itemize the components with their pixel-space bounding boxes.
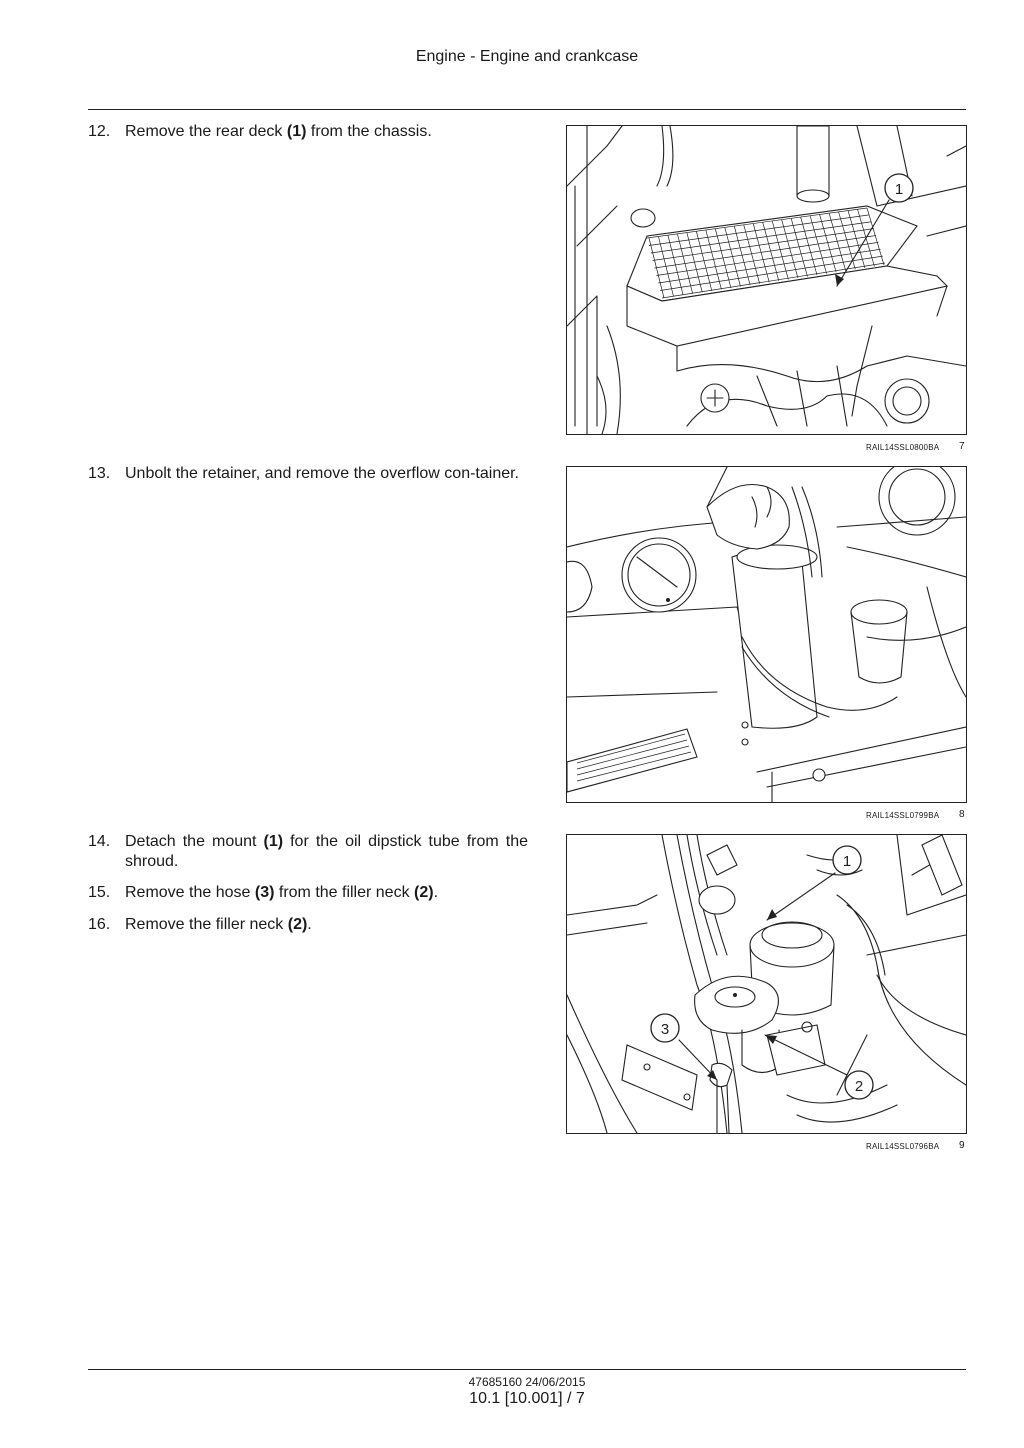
- figure-code: RAIL14SSL0799BA: [866, 811, 940, 820]
- svg-text:1: 1: [895, 181, 903, 198]
- step-number: 15.: [88, 884, 111, 901]
- step-number: 16.: [88, 916, 111, 933]
- footer-page-number: 10.1 [10.001] / 7: [469, 1390, 585, 1407]
- step-text: Unbolt the retainer, and remove the over…: [125, 465, 519, 482]
- step-text: Detach the mount (1) for the oil dipstic…: [125, 833, 528, 870]
- svg-text:2: 2: [855, 1078, 863, 1095]
- header-rule: [88, 109, 966, 110]
- figure-code: RAIL14SSL0796BA: [866, 1142, 940, 1151]
- step-13: 13. Unbolt the retainer, and remove the …: [88, 464, 528, 484]
- figure-overflow-container: [566, 466, 967, 803]
- step-number: 12.: [88, 123, 111, 140]
- figure-number: 7: [959, 441, 965, 452]
- callout-3: 3: [650, 1013, 680, 1043]
- callout-1: 1: [832, 845, 862, 875]
- step-12: 12. Remove the rear deck (1) from the ch…: [88, 122, 528, 142]
- figure-number: 8: [959, 809, 965, 820]
- step-text: Remove the filler neck (2).: [125, 916, 312, 933]
- footer-document-id: 47685160 24/06/2015: [468, 1375, 586, 1389]
- svg-text:1: 1: [843, 853, 851, 870]
- footer-rule: [88, 1369, 966, 1370]
- figure-rear-deck: 1: [566, 125, 967, 435]
- callout-1: 1: [884, 173, 914, 203]
- figure-code: RAIL14SSL0800BA: [866, 443, 940, 452]
- step-15: 15. Remove the hose (3) from the filler …: [88, 883, 528, 903]
- figure-number: 9: [959, 1140, 965, 1151]
- step-number: 14.: [88, 833, 111, 850]
- callout-2: 2: [844, 1070, 874, 1100]
- step-16: 16. Remove the filler neck (2).: [88, 915, 528, 935]
- page-header-title: Engine - Engine and crankcase: [415, 48, 639, 65]
- step-14: 14. Detach the mount (1) for the oil dip…: [88, 832, 528, 872]
- figure-filler-neck: 1 3 2: [566, 834, 967, 1134]
- step-text: Remove the rear deck (1) from the chassi…: [125, 123, 432, 140]
- svg-text:3: 3: [661, 1021, 669, 1038]
- step-number: 13.: [88, 465, 111, 482]
- step-text: Remove the hose (3) from the filler neck…: [125, 884, 439, 901]
